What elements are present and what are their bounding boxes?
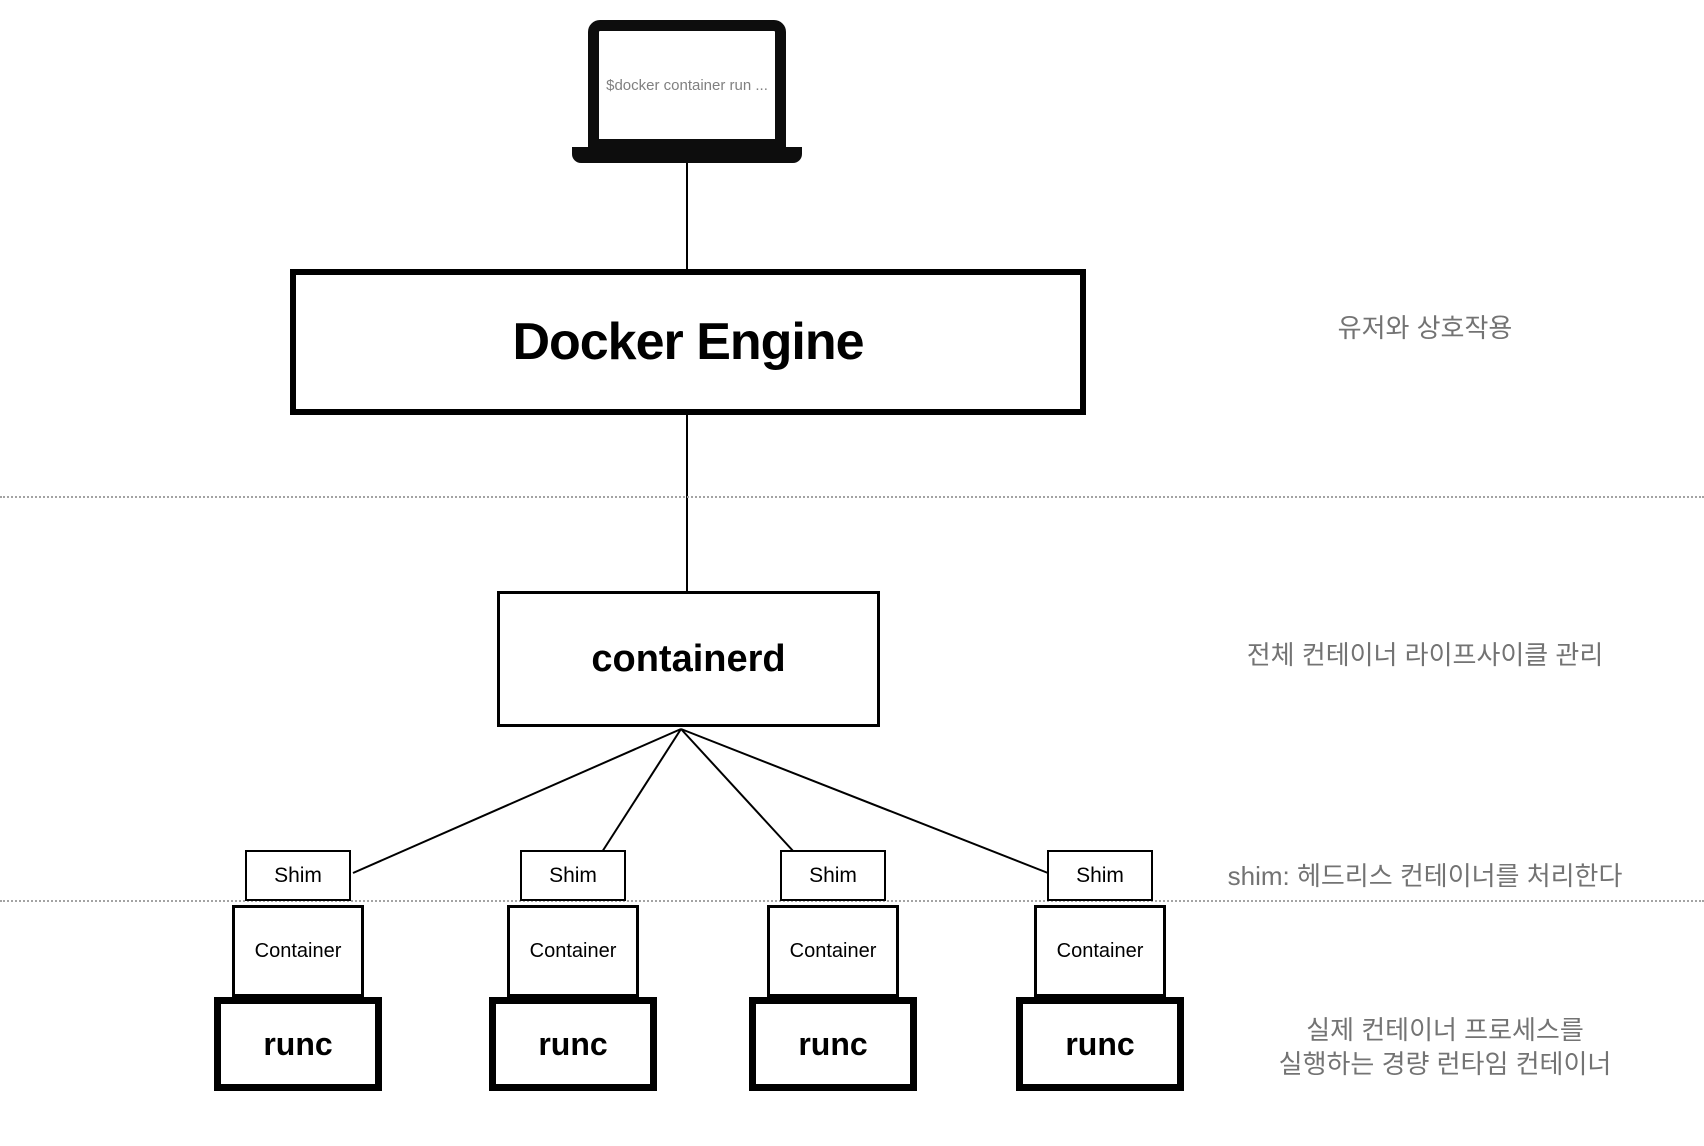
runc-label: runc — [1065, 1025, 1135, 1062]
shim-box-1: Shim — [245, 850, 351, 901]
annotation-runc: 실제 컨테이너 프로세스를 실행하는 경량 런타임 컨테이너 — [1190, 1013, 1700, 1081]
shim-label: Shim — [549, 863, 597, 887]
annotation-runc-line1: 실제 컨테이너 프로세스를 — [1306, 1015, 1584, 1045]
layer-divider-bottom — [0, 900, 1704, 902]
container-label: Container — [789, 939, 877, 962]
shim-box-4: Shim — [1047, 850, 1153, 901]
container-label: Container — [529, 939, 617, 962]
runc-label: runc — [538, 1025, 608, 1062]
container-box-2: Container — [507, 905, 639, 997]
annotation-user-interaction: 유저와 상호작용 — [1337, 313, 1513, 343]
shim-box-3: Shim — [780, 850, 886, 901]
shim-label: Shim — [809, 863, 857, 887]
laptop-icon: $docker container run ... — [588, 20, 786, 150]
annotation-shim: shim: 헤드리스 컨테이너를 처리한다 — [1227, 861, 1623, 891]
docker-engine-box: Docker Engine — [290, 269, 1086, 415]
shim-box-2: Shim — [520, 850, 626, 901]
fan-line-containerd-to-shim-4 — [680, 728, 1049, 874]
containerd-box: containerd — [497, 591, 880, 727]
container-box-1: Container — [232, 905, 364, 997]
runc-box-4: runc — [1016, 997, 1184, 1091]
runc-box-1: runc — [214, 997, 382, 1091]
fan-line-containerd-to-shim-1 — [352, 728, 682, 874]
runc-box-2: runc — [489, 997, 657, 1091]
layer-divider-top — [0, 496, 1704, 498]
container-label: Container — [1056, 939, 1144, 962]
container-label: Container — [254, 939, 342, 962]
annotation-lifecycle-management: 전체 컨테이너 라이프사이클 관리 — [1246, 640, 1604, 670]
terminal-command-text: $docker container run ... — [606, 76, 768, 94]
annotation-runc-line2: 실행하는 경량 런타임 컨테이너 — [1278, 1049, 1612, 1079]
container-box-4: Container — [1034, 905, 1166, 997]
container-box-3: Container — [767, 905, 899, 997]
fan-line-containerd-to-shim-3 — [680, 728, 795, 853]
runc-label: runc — [263, 1025, 333, 1062]
runc-label: runc — [798, 1025, 868, 1062]
docker-engine-label: Docker Engine — [512, 313, 864, 371]
runc-box-3: runc — [749, 997, 917, 1091]
laptop-base — [572, 147, 802, 163]
shim-label: Shim — [1076, 863, 1124, 887]
shim-label: Shim — [274, 863, 322, 887]
fan-line-containerd-to-shim-2 — [601, 728, 682, 853]
containerd-label: containerd — [591, 637, 786, 680]
